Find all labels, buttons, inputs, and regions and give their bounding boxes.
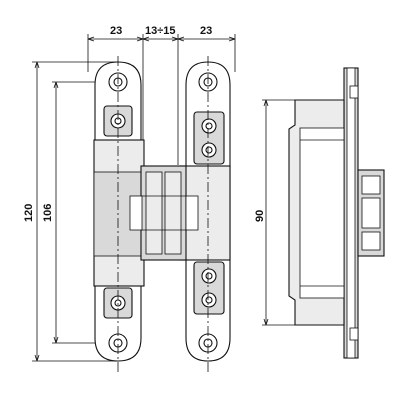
dim-right-width: 23 xyxy=(200,25,212,37)
side-view: 90 xyxy=(254,67,385,359)
dim-left-width: 23 xyxy=(110,25,122,37)
dim-gap: 13÷15 xyxy=(145,25,176,37)
top-dimensions: 23 13÷15 23 xyxy=(87,25,236,165)
dim-hole-spacing: 106 xyxy=(42,204,54,222)
dim-side-height: 90 xyxy=(254,210,266,222)
dim-overall-height: 120 xyxy=(23,204,35,222)
left-dimensions: 120 106 xyxy=(23,61,118,362)
hinge-arm-mechanism xyxy=(129,165,199,261)
